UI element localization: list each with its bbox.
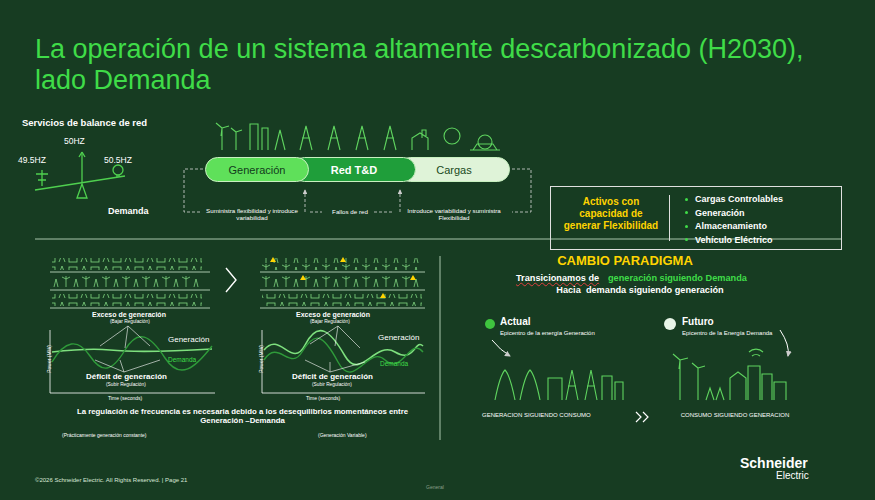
label: General xyxy=(405,485,465,491)
list-item: Vehículo Eléctrico xyxy=(695,234,773,246)
list-item: Cargas Controlables xyxy=(695,193,783,205)
label: Déficit de generación xyxy=(86,372,196,381)
label: generación siguiendo Demanda xyxy=(608,273,778,284)
label: Epicentro de la Energía Demanda xyxy=(682,330,777,337)
list-item: Almacenamiento xyxy=(695,220,767,232)
label: CAMBIO PARADIGMA xyxy=(520,254,730,269)
label: Futuro xyxy=(682,316,742,328)
separator-line xyxy=(669,195,670,241)
list-item: Generación xyxy=(695,207,745,219)
label: Electric xyxy=(776,470,846,482)
node-text: Red T&D xyxy=(331,164,377,176)
label: Hacia demanda siguiendo generación xyxy=(510,285,770,296)
label: Time (seconds) xyxy=(306,396,386,402)
label: Déficit de generación xyxy=(292,372,402,381)
label: (Bajar Regulación) xyxy=(310,319,390,325)
label: (Prácticamente generación constante) xyxy=(62,433,212,439)
label: Demanda xyxy=(108,206,168,216)
label: Schneider xyxy=(740,455,850,471)
bullet-dot xyxy=(685,225,688,228)
label: Exceso de generación xyxy=(296,311,396,319)
label: (Generación Variable) xyxy=(318,433,438,439)
label: Transicionamos de xyxy=(516,273,616,284)
label: GENERACION SIGUIENDO CONSUMO xyxy=(482,412,632,419)
label: 50HZ xyxy=(64,137,104,147)
label: Epicentro de la energía Generación xyxy=(500,330,595,337)
flexibility-box: Activos con capacidad de generar Flexibi… xyxy=(550,186,842,250)
flow-pill: Generación xyxy=(205,157,309,182)
label: Generación xyxy=(168,335,228,344)
label: Introduce variabilidad y suministra Flex… xyxy=(398,207,510,221)
node-text: Cargas xyxy=(436,164,471,176)
label: Generación xyxy=(378,333,438,342)
label: Time (seconds) xyxy=(108,396,188,402)
label: Fallos de red xyxy=(320,208,380,215)
bullet-dot xyxy=(685,238,688,241)
label: Suministra flexibilidad y introduce vari… xyxy=(196,207,308,221)
flow-pill: Red T&D xyxy=(292,157,416,182)
label: Actual xyxy=(500,316,560,328)
label: 50.5HZ xyxy=(104,156,154,166)
label: CONSUMO SIGUIENDO GENERACION xyxy=(655,412,815,419)
label: (Subir Regulación) xyxy=(106,382,186,388)
slide-title: La operación de un sistema altamente des… xyxy=(35,34,825,96)
label: Power (MW) xyxy=(47,329,53,389)
label: 49.5HZ xyxy=(18,156,68,166)
label: Exceso de generación xyxy=(92,311,192,319)
box-heading: Activos con capacidad de generar Flexibi… xyxy=(561,196,661,232)
bullet-dot xyxy=(685,211,688,214)
label: Power (MW) xyxy=(259,329,265,389)
label: Demanda xyxy=(168,356,218,363)
node-text: Generación xyxy=(229,164,286,176)
label: Servicios de balance de red xyxy=(22,118,222,129)
label: La regulación de frecuencia es necesaria… xyxy=(60,408,425,426)
label: ©2026 Schneider Electric. All Rights Res… xyxy=(35,477,335,484)
label: Demanda xyxy=(380,360,430,367)
bullet-dot xyxy=(685,198,688,201)
label: (Bajar Regulación) xyxy=(110,319,190,325)
label: (Subir Regulación) xyxy=(312,382,392,388)
